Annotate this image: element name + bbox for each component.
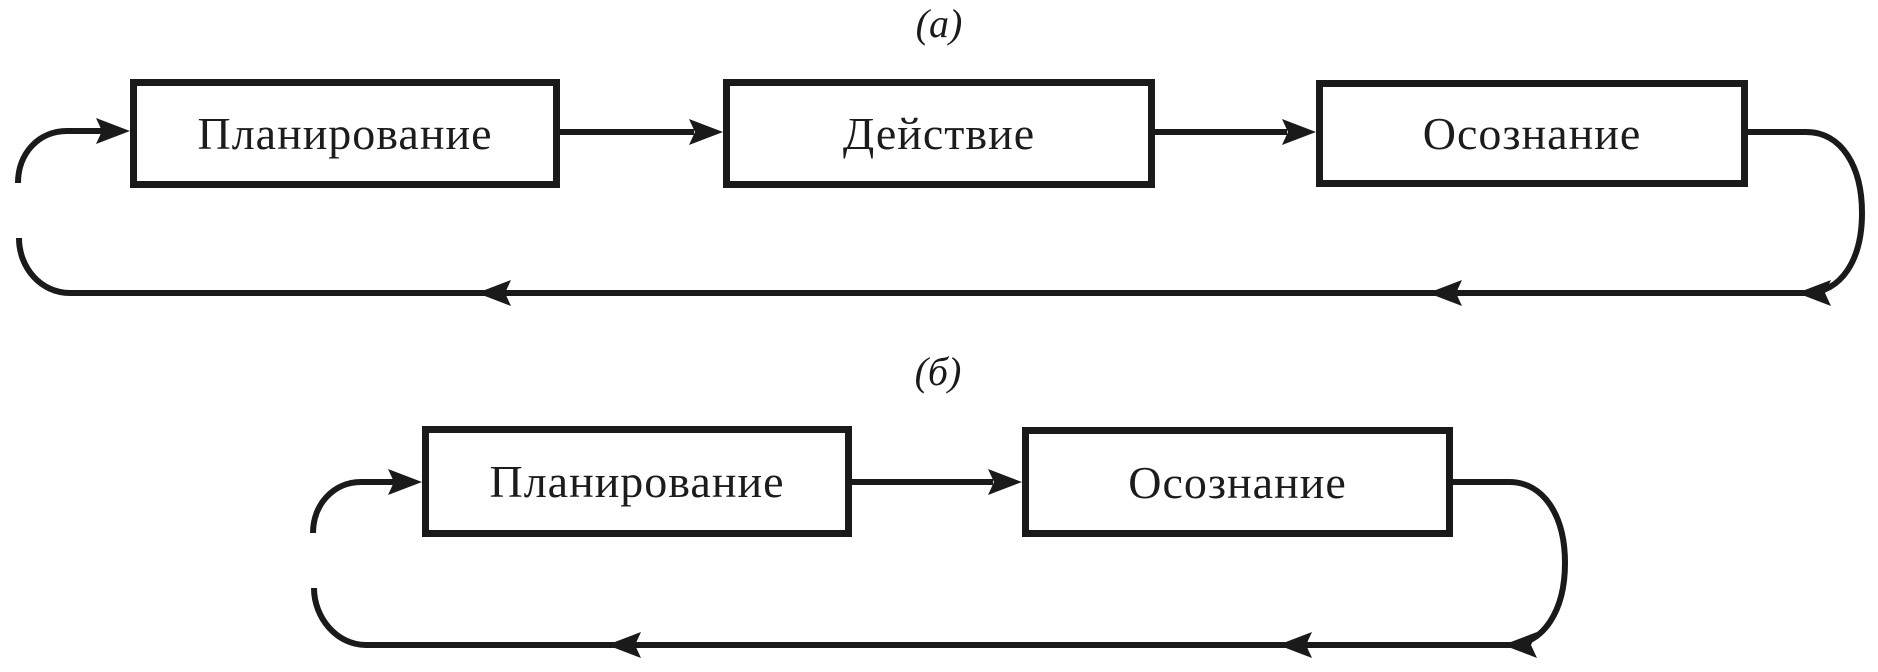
arrowhead-into-planning-b [388, 469, 422, 495]
flow-box-action-a: Действие [723, 79, 1155, 188]
arrowhead-into-awareness-a [1282, 119, 1316, 145]
caption-b: (б) [914, 349, 962, 394]
flow-box-label: Осознание [1128, 456, 1347, 508]
arrowhead-feedback-b-right [1503, 632, 1537, 658]
flow-box-label: Планирование [489, 456, 785, 507]
caption-a: (а) [915, 1, 963, 46]
flow-box-label: Осознание [1422, 108, 1642, 159]
arrowhead-into-action-a [689, 119, 723, 145]
flow-box-label: Действие [842, 108, 1036, 159]
arrowhead-into-planning-a [96, 118, 130, 144]
flow-box-awareness-a: Осознание [1316, 80, 1748, 187]
arrowhead-feedback-b-left [607, 632, 641, 658]
arrowhead-feedback-a-left [477, 280, 511, 306]
flow-box-awareness-b: Осознание [1022, 427, 1453, 537]
arrowhead-feedback-a-mid [1428, 280, 1462, 306]
arrowhead-feedback-a-right [1797, 280, 1831, 306]
flow-box-planning-a: Планирование [130, 79, 560, 188]
arrowhead-feedback-b-mid [1278, 632, 1312, 658]
flow-box-label: Планирование [197, 108, 493, 159]
arrowhead-into-awareness-b [988, 469, 1022, 495]
flow-box-planning-b: Планирование [422, 426, 852, 537]
